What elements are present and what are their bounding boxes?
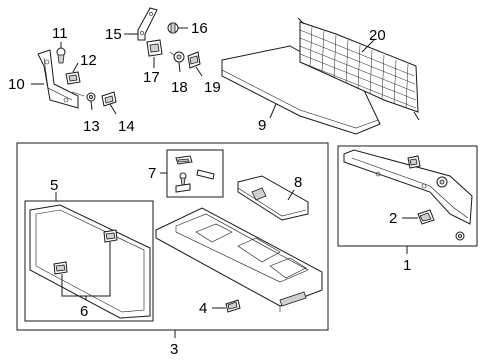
callout-16: 16 [191, 20, 208, 37]
leader-13 [90, 100, 93, 111]
callout-1: 1 [403, 257, 411, 274]
part-8-cover [237, 175, 309, 221]
callout-11: 11 [52, 25, 68, 42]
callout-14: 14 [118, 118, 135, 135]
leader-8 [287, 189, 295, 201]
assembly-7-box [166, 149, 224, 198]
callout-7: 7 [148, 165, 156, 182]
part-15-bracket [137, 7, 158, 41]
part-14-clip [101, 91, 117, 107]
part-20-cargo-net [297, 17, 420, 121]
callout-8: 8 [294, 174, 302, 191]
part-6-clips [53, 229, 118, 275]
part-16-screw [167, 22, 179, 34]
assembly-3-box [16, 142, 329, 331]
callout-2: 2 [389, 210, 397, 227]
callout-13: 13 [83, 118, 100, 135]
callout-18: 18 [171, 79, 188, 96]
part-3-cargo-tray [155, 207, 323, 312]
callout-9: 9 [258, 117, 266, 134]
callout-3: 3 [170, 341, 178, 358]
part-13-screw [71, 91, 96, 102]
callout-20: 20 [369, 27, 386, 44]
leader-12 [72, 62, 79, 73]
part-4-clip [225, 299, 241, 313]
callout-15: 15 [105, 26, 122, 43]
callout-4: 4 [199, 300, 207, 317]
callout-12: 12 [80, 52, 97, 69]
part-17-clip [146, 39, 163, 57]
assembly-5-box [24, 200, 154, 322]
leader-18 [178, 61, 181, 73]
part-12-clip [65, 71, 81, 85]
part-11-screw [56, 47, 66, 64]
part-5-panel [29, 204, 151, 319]
leader-9 [269, 103, 277, 119]
callout-17: 17 [143, 69, 160, 86]
part-18-screw [169, 51, 185, 63]
part-10-bracket [37, 49, 79, 109]
part-19-clip [187, 51, 201, 69]
leader-20 [361, 39, 375, 53]
leader-19 [195, 66, 203, 77]
callout-10: 10 [8, 76, 25, 93]
part-1-small-clip [455, 231, 465, 241]
part-7-fasteners [175, 155, 215, 193]
leader-14 [109, 103, 117, 115]
part-2-clip [417, 209, 435, 225]
callout-6: 6 [80, 303, 88, 320]
callout-5: 5 [50, 177, 58, 194]
part-1-trim-panel [343, 149, 473, 225]
callout-19: 19 [204, 79, 221, 96]
